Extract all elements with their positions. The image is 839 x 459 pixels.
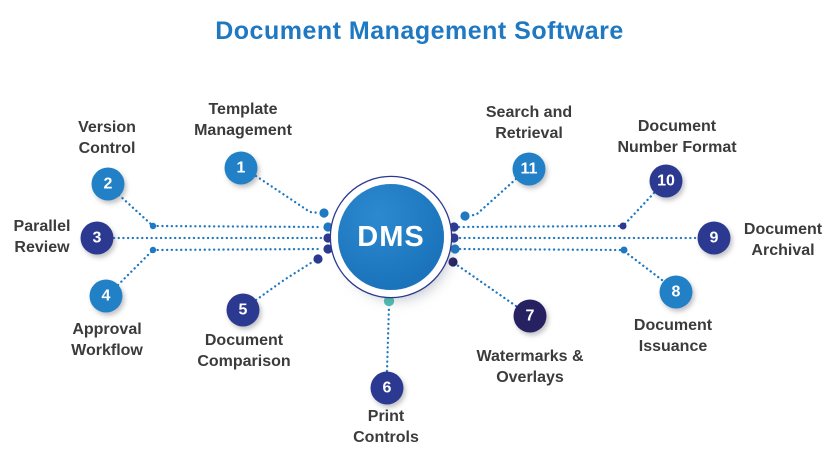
connector-8-diagonal	[622, 249, 664, 282]
junction-dot-left-bottom	[149, 246, 157, 254]
node-label-document-archival: Document Archival	[743, 221, 823, 259]
anchor-dot-right-2	[449, 222, 459, 232]
junction-dot-right-bottom	[620, 246, 628, 254]
anchor-dot-right-5	[448, 257, 458, 267]
node-circle-5: 5	[226, 293, 260, 327]
connector-10-horizontal	[457, 224, 622, 229]
node-label-document-issuance: Document Issuance	[633, 317, 713, 355]
connector-11	[468, 177, 518, 218]
node-circle-7: 7	[513, 299, 547, 333]
connector-5	[254, 259, 316, 302]
connector-2-horizontal	[151, 224, 324, 229]
node-circle-6: 6	[370, 371, 404, 405]
anchor-dot-left-1	[319, 208, 329, 218]
dms-label: DMS	[357, 220, 425, 253]
connector-2-diagonal	[117, 193, 155, 228]
node-circle-3: 3	[80, 221, 114, 255]
node-label-document-comparison: Document Comparison	[197, 332, 291, 370]
node-label-print-controls: Print Controls	[353, 408, 419, 446]
connector-4-horizontal	[151, 247, 324, 252]
node-label-document-number-format: Document Number Format	[617, 118, 737, 156]
node-circle-2: 2	[91, 167, 125, 201]
node-label-parallel-review: Parallel Review	[13, 218, 71, 256]
anchor-dot-left-5	[313, 254, 323, 264]
page-title: Document Management Software	[215, 17, 624, 45]
connector-6	[385, 304, 391, 373]
node-circle-11: 11	[512, 152, 546, 186]
anchor-dot-teal	[383, 295, 395, 307]
anchor-dot-right-1	[460, 211, 470, 221]
node-circle-8: 8	[659, 275, 693, 309]
junction-dot-right-top	[619, 222, 627, 230]
anchor-dot-left-3	[323, 233, 333, 243]
anchor-dot-left-4	[323, 244, 333, 254]
anchor-dot-right-3	[449, 233, 459, 243]
node-label-template-management: Template Management	[194, 101, 292, 139]
connector-1	[254, 174, 322, 215]
connector-10-diagonal	[621, 191, 656, 228]
anchor-dot-left-2	[323, 222, 333, 232]
anchor-dot-right-4	[450, 244, 460, 254]
node-label-version-control: Version Control	[78, 119, 136, 157]
node-circle-1: 1	[224, 151, 258, 185]
dms-center-circle: DMS	[338, 184, 444, 290]
connector-8-horizontal	[458, 247, 623, 252]
node-label-search-and-retrieval: Search and Retrieval	[485, 104, 573, 142]
connector-4-diagonal	[116, 248, 155, 287]
node-circle-10: 10	[649, 164, 683, 198]
node-circle-4: 4	[89, 279, 123, 313]
junction-dot-left-top	[149, 222, 157, 230]
node-label-watermarks-overlays: Watermarks & Overlays	[476, 348, 584, 386]
node-label-approval-workflow: Approval Workflow	[71, 321, 143, 359]
connector-7	[455, 263, 518, 308]
node-circle-9: 9	[697, 221, 731, 255]
